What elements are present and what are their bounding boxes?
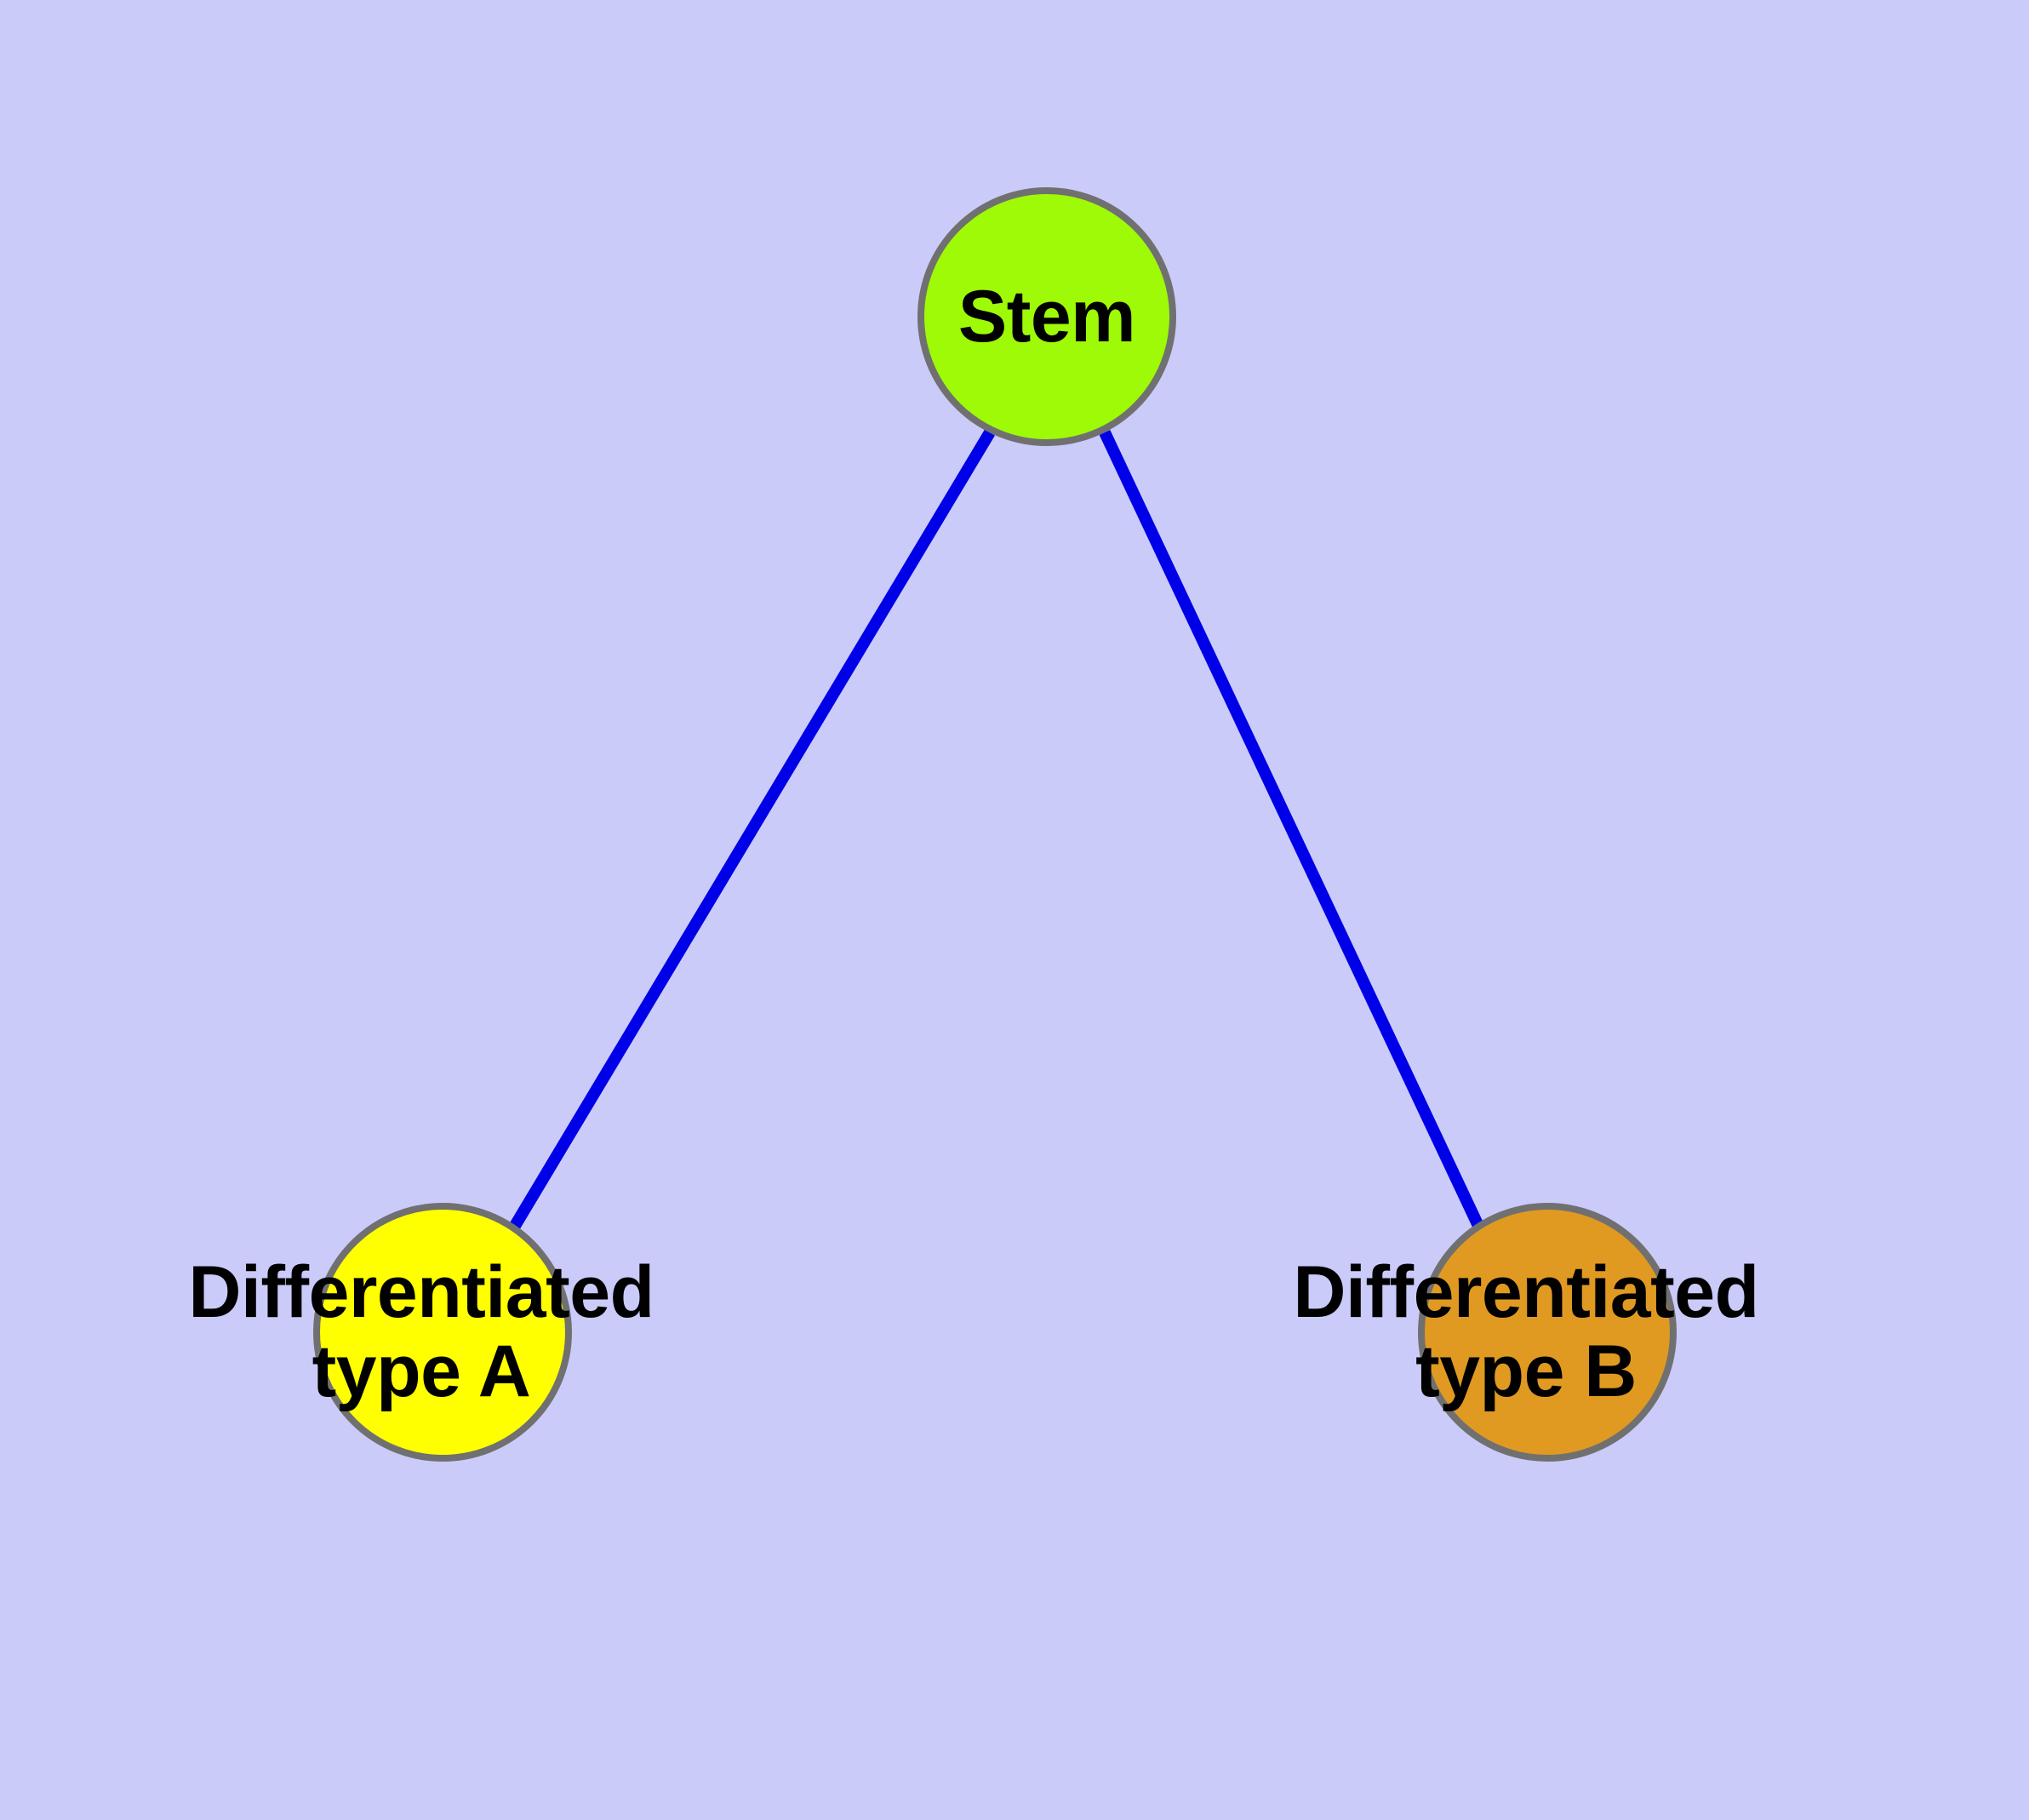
node-stem[interactable]: [917, 187, 1176, 446]
edge-stem-to-differentiated-type-b: [1099, 430, 1484, 1228]
node-differentiated-type-a[interactable]: [313, 1203, 572, 1462]
edge-stem-to-differentiated-type-a: [509, 429, 996, 1229]
node-differentiated-type-b[interactable]: [1418, 1203, 1677, 1462]
